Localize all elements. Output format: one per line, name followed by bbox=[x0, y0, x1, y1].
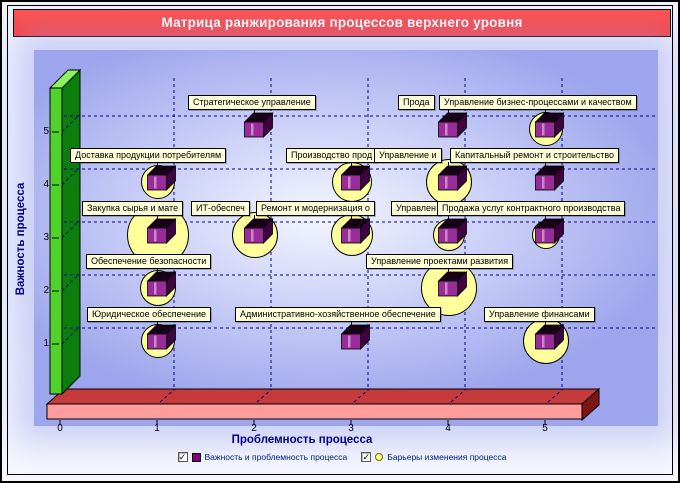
point-label: Управлен bbox=[391, 201, 441, 216]
importance-cube-marker bbox=[534, 324, 565, 350]
importance-cube-marker bbox=[437, 165, 468, 191]
cube-icon bbox=[340, 218, 371, 244]
tick-marks bbox=[52, 131, 546, 425]
point-label: Стратегическое управление bbox=[188, 95, 316, 110]
chart-title: Матрица ранжирования процессов верхнего … bbox=[13, 9, 671, 37]
cube-icon bbox=[146, 218, 177, 244]
legend-checkbox[interactable]: ✓ bbox=[177, 452, 188, 462]
importance-cube-marker bbox=[437, 112, 468, 138]
gridline bbox=[61, 167, 80, 186]
cube-icon bbox=[243, 218, 274, 244]
cube-icon bbox=[146, 165, 177, 191]
cube-icon bbox=[534, 165, 565, 191]
importance-cube-marker bbox=[146, 324, 177, 350]
gridline bbox=[61, 114, 80, 133]
y-tick-label: 3 bbox=[43, 232, 49, 243]
point-label: Управление и bbox=[374, 148, 442, 163]
importance-cube-marker bbox=[243, 218, 274, 244]
legend-label: Важность и проблемность процесса bbox=[204, 452, 348, 462]
point-label: Капитальный ремонт и строительство bbox=[450, 148, 620, 163]
importance-cube-marker bbox=[243, 112, 274, 138]
cube-icon bbox=[437, 112, 468, 138]
yellow-circle-icon bbox=[375, 453, 384, 461]
point-label: Доставка продукции потребителям bbox=[70, 148, 227, 163]
cube-icon bbox=[340, 324, 371, 350]
point-label: Закупка сырья и мате bbox=[82, 201, 184, 216]
x-tick-label: 2 bbox=[251, 423, 257, 434]
cube-icon bbox=[146, 324, 177, 350]
x-tick-label: 1 bbox=[154, 423, 160, 434]
y-axis-title: Важность процесса bbox=[15, 182, 27, 296]
importance-cube-marker bbox=[146, 271, 177, 297]
cube-icon bbox=[437, 165, 468, 191]
importance-cube-marker bbox=[146, 165, 177, 191]
importance-cube-marker bbox=[437, 218, 468, 244]
x-tick-label: 0 bbox=[57, 423, 63, 434]
cube-icon bbox=[534, 218, 565, 244]
point-label: Обеспечение безопасности bbox=[86, 254, 212, 269]
point-label: Управление проектами развития bbox=[366, 254, 514, 269]
point-label: Управление финансами bbox=[484, 307, 595, 322]
importance-cube-marker bbox=[534, 112, 565, 138]
point-label: Ремонт и модернизация о bbox=[256, 201, 375, 216]
legend-label: Барьеры изменения процесса bbox=[387, 452, 507, 462]
y-tick-label: 1 bbox=[43, 338, 49, 349]
importance-cube-marker bbox=[437, 271, 468, 297]
x-tick-label: 5 bbox=[542, 423, 548, 434]
purple-cube-icon bbox=[191, 452, 201, 462]
legend-checkbox[interactable]: ✓ bbox=[361, 452, 372, 462]
gridline bbox=[61, 220, 80, 239]
point-label: Юридическое обеспечение bbox=[87, 307, 211, 322]
point-label: Продажа услуг контрактного производства bbox=[437, 201, 626, 216]
cube-icon bbox=[437, 218, 468, 244]
cube-icon bbox=[340, 165, 371, 191]
importance-cube-marker bbox=[534, 165, 565, 191]
x-tick-label: 4 bbox=[445, 423, 451, 434]
y-tick-label: 2 bbox=[43, 285, 49, 296]
point-label: Производство прод bbox=[286, 148, 378, 163]
importance-cube-marker bbox=[534, 218, 565, 244]
cube-icon bbox=[534, 112, 565, 138]
y-tick-label: 5 bbox=[43, 126, 49, 137]
legend-item: ✓ Барьеры изменения процесса bbox=[361, 452, 506, 462]
cube-icon bbox=[146, 271, 177, 297]
importance-cube-marker bbox=[146, 218, 177, 244]
cube-icon bbox=[534, 324, 565, 350]
importance-cube-marker bbox=[340, 165, 371, 191]
legend-item: ✓ Важность и проблемность процесса bbox=[177, 452, 348, 462]
point-label: Административно-хозяйственное обеспечени… bbox=[235, 307, 441, 322]
x-axis-title: Проблемность процесса bbox=[231, 434, 373, 446]
point-label: Управление бизнес-процессами и качеством bbox=[439, 95, 637, 110]
gridline bbox=[61, 326, 80, 345]
y-tick-label: 4 bbox=[43, 179, 49, 190]
point-label: ИТ-обеспеч bbox=[191, 201, 250, 216]
importance-cube-marker bbox=[340, 324, 371, 350]
gridline bbox=[61, 273, 80, 292]
cube-icon bbox=[243, 112, 274, 138]
x-tick-label: 3 bbox=[348, 423, 354, 434]
cube-icon bbox=[437, 271, 468, 297]
legend: ✓ Важность и проблемность процесса ✓ Барьер… bbox=[2, 452, 678, 462]
point-label: Прода bbox=[398, 95, 435, 110]
x-axis-floor bbox=[45, 387, 601, 422]
importance-cube-marker bbox=[340, 218, 371, 244]
